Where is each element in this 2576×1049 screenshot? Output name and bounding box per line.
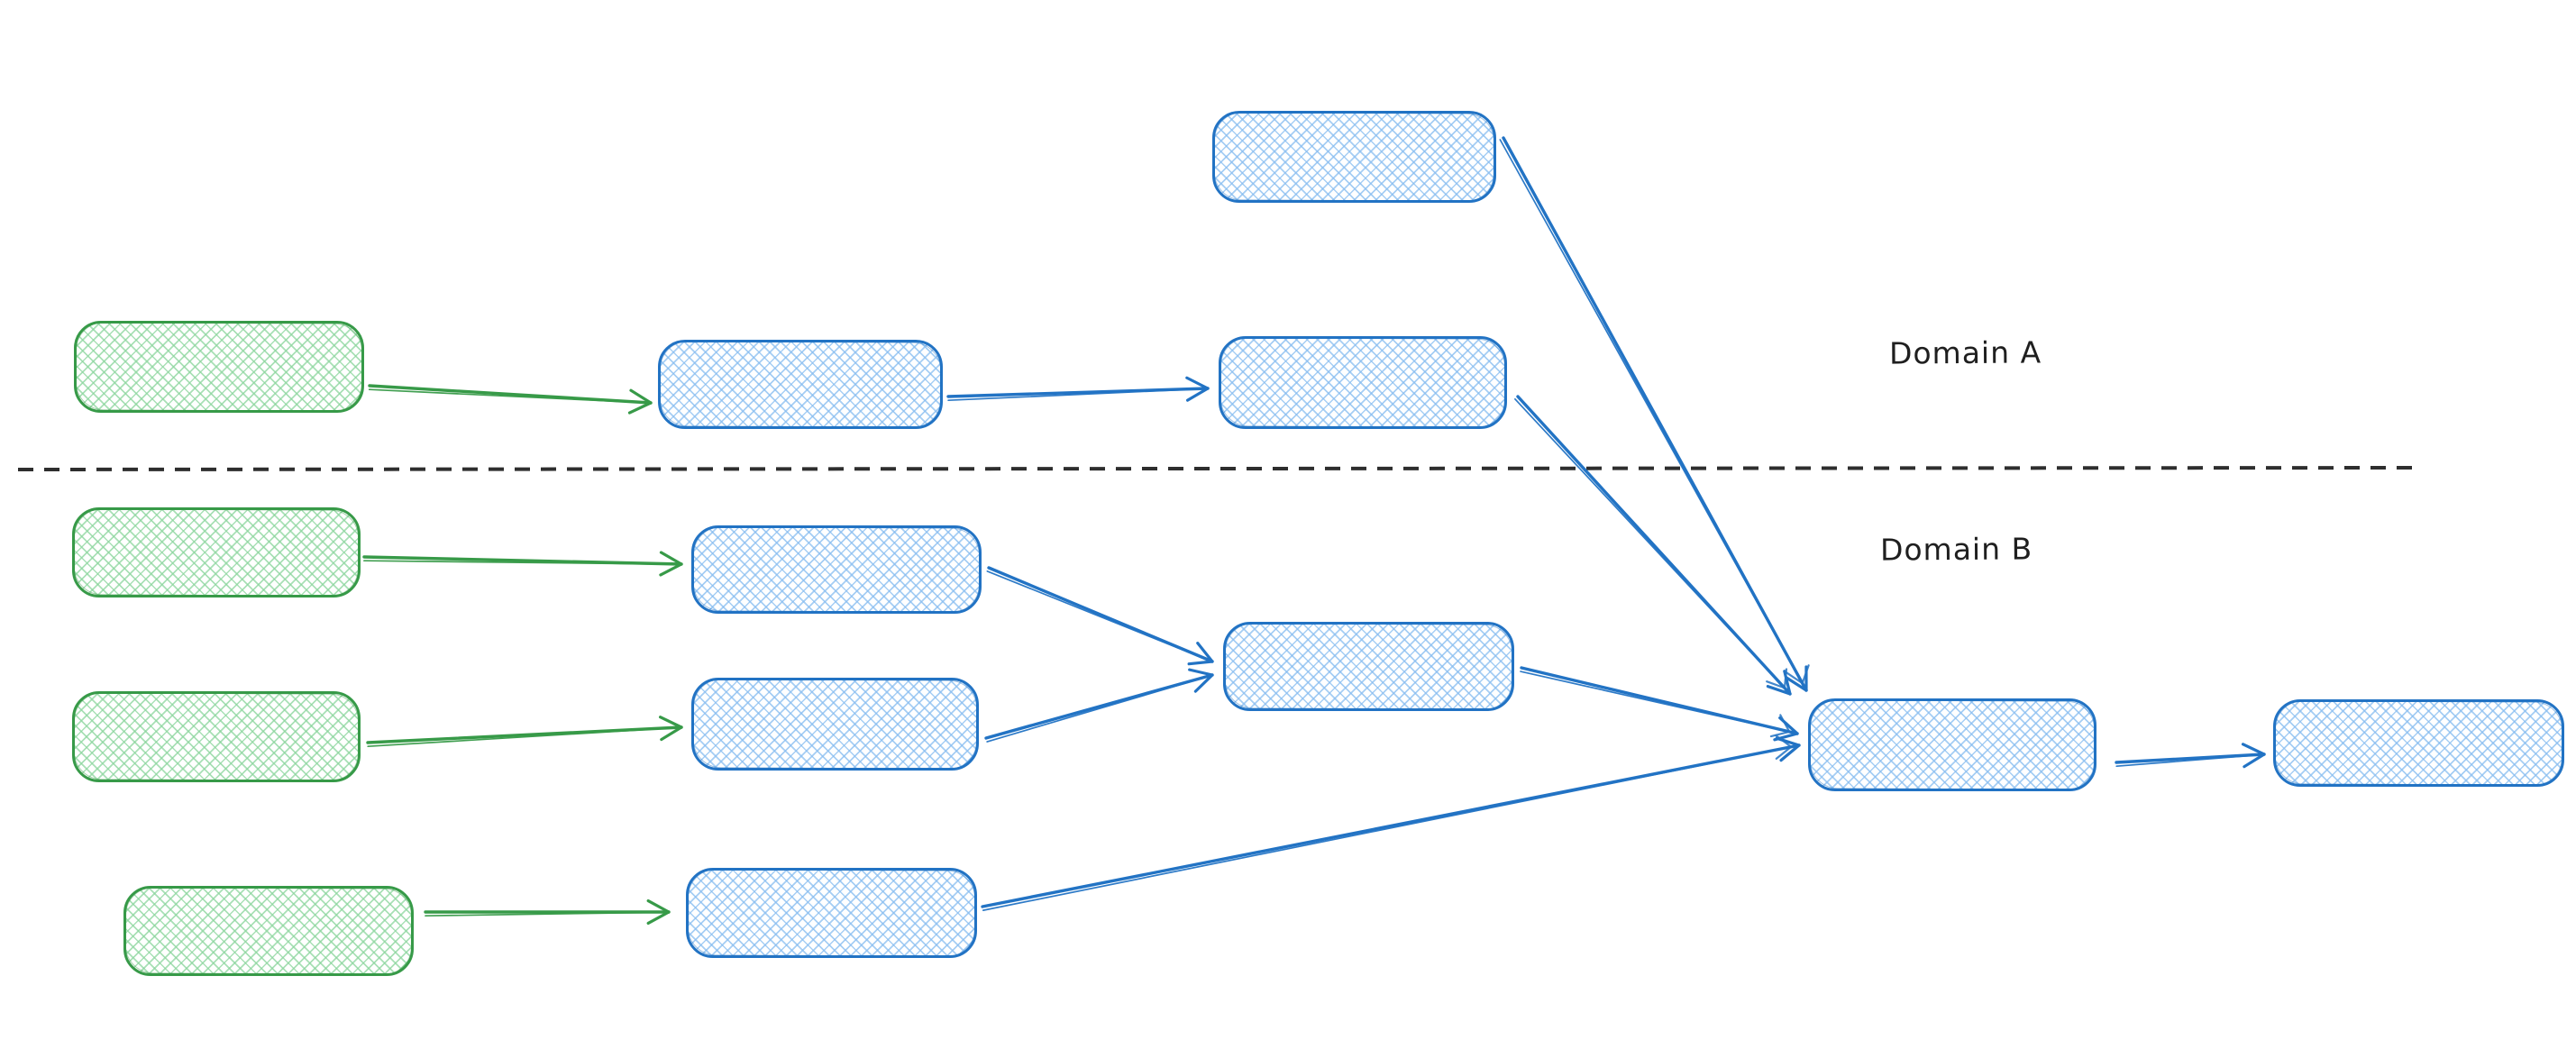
domain-a-label: Domain A bbox=[1888, 334, 2042, 371]
arrow-aggregator-to-output bbox=[2115, 743, 2266, 769]
domain-separator-line bbox=[17, 466, 2415, 471]
node-domain-a-stage-2 bbox=[1219, 336, 1507, 429]
node-domain-b-source-2 bbox=[72, 691, 361, 782]
node-domain-b-stage-3 bbox=[686, 868, 977, 958]
arrow-b-source-1-to-stage-1 bbox=[362, 551, 683, 577]
node-domain-b-stage-2 bbox=[691, 678, 979, 771]
arrow-b-source-3-to-stage-3 bbox=[424, 898, 671, 926]
arrow-b-stage-2-to-merge bbox=[984, 668, 1214, 743]
arrow-b-stage-1-to-merge bbox=[986, 566, 1214, 666]
node-domain-a-source bbox=[74, 321, 364, 413]
arrow-merge-to-aggregator bbox=[1520, 666, 1799, 742]
node-output bbox=[2273, 699, 2564, 787]
node-domain-a-top bbox=[1212, 111, 1496, 203]
arrow-a-stage-2-to-aggregator bbox=[1514, 395, 1792, 696]
node-domain-b-merge bbox=[1223, 622, 1514, 711]
node-domain-b-source-1 bbox=[72, 507, 361, 597]
arrow-a-top-to-aggregator bbox=[1499, 136, 1810, 692]
node-domain-b-stage-1 bbox=[691, 525, 982, 614]
node-domain-a-stage-1 bbox=[658, 340, 943, 429]
arrow-b-source-2-to-stage-2 bbox=[366, 716, 683, 748]
node-aggregator bbox=[1808, 698, 2096, 791]
arrow-a-stage-1-to-stage-2 bbox=[946, 376, 1210, 402]
arrow-a-source-to-stage-1 bbox=[368, 384, 653, 415]
arrow-b-stage-3-to-aggregator bbox=[981, 734, 1801, 911]
domain-b-label: Domain B bbox=[1879, 531, 2033, 568]
node-domain-b-source-3 bbox=[123, 886, 414, 976]
